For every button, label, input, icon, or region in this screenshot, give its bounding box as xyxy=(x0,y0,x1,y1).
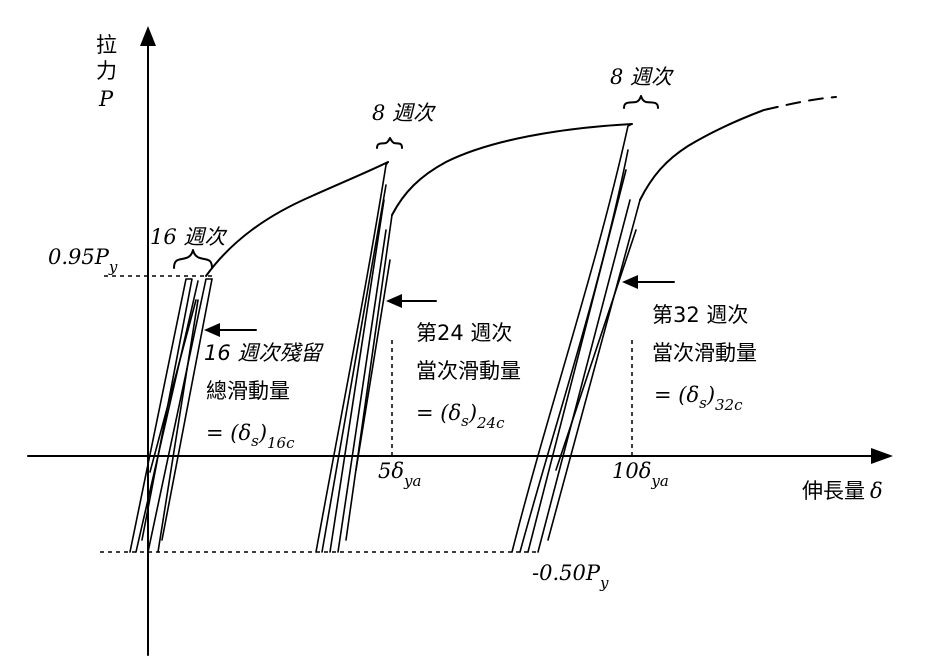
annotation-2-line2: 當次滑動量 xyxy=(416,359,521,383)
envelope-segment-2 xyxy=(391,123,633,216)
loop-3-strand-c xyxy=(527,169,627,553)
upper-level-label: 0.95Py xyxy=(48,245,118,276)
tick-label-10: 10δya xyxy=(612,459,669,490)
loop-3-strand-a xyxy=(511,123,633,553)
cycle-label-16: 16 週次 xyxy=(150,225,227,249)
loop-1-strand-a xyxy=(129,278,193,553)
annotation-1-formula: = (δs)16c xyxy=(206,421,295,452)
loop-3-strand-d xyxy=(537,199,631,553)
loop-2-strand-d xyxy=(337,229,387,553)
arrow-annotation-3 xyxy=(622,275,675,289)
loop-2-strand-a xyxy=(315,161,389,553)
loop-2-strand-e xyxy=(345,214,393,541)
annotation-1-line2: 總滑動量 xyxy=(206,379,290,403)
loop-2-strand-f xyxy=(355,259,391,471)
loop-group-3 xyxy=(511,123,641,553)
envelope-dashed-extension xyxy=(763,96,837,111)
x-axis-arrowhead xyxy=(871,448,893,464)
loop-2-strand-b xyxy=(321,184,387,553)
loop-group-1 xyxy=(129,278,213,553)
annotation-2-line1: 第24 週次 xyxy=(416,321,512,345)
annotation-3-formula: = (δs)32c xyxy=(654,383,743,414)
cycle-label-8-a: 8 週次 xyxy=(372,101,436,125)
arrow-annotation-2 xyxy=(386,294,437,308)
x-axis-symbol: δ xyxy=(870,479,883,503)
envelope-segment-1 xyxy=(205,161,389,277)
annotation-3-line1: 第32 週次 xyxy=(652,303,748,327)
cycle-label-8-b: 8 週次 xyxy=(610,65,674,89)
loop-1-strand-c xyxy=(147,278,213,553)
annotation-1-line1: 16 週次殘留 xyxy=(204,341,324,365)
loop-3-strand-f xyxy=(555,229,637,471)
loop-3-strand-b xyxy=(519,149,629,553)
loop-3-strand-e xyxy=(547,199,641,541)
loop-1-strand-e xyxy=(149,299,197,473)
loop-1-strand-b xyxy=(135,280,199,553)
loop-group-2 xyxy=(315,161,393,553)
x-axis-label: 伸長量 xyxy=(802,479,865,503)
brace-group-2 xyxy=(376,137,403,149)
y-axis-label-char2: 力 xyxy=(96,59,117,83)
loop-1-strand-f xyxy=(161,278,213,541)
arrow-annotation-1 xyxy=(204,323,257,337)
annotation-2-formula: = (δs)24c xyxy=(416,401,505,432)
brace-group-1 xyxy=(173,249,213,269)
envelope-segment-3 xyxy=(639,109,765,201)
brace-group-3 xyxy=(623,95,659,109)
y-axis-label-char1: 拉 xyxy=(96,33,117,57)
annotation-3-line2: 當次滑動量 xyxy=(652,341,757,365)
y-axis-symbol: P xyxy=(98,87,114,111)
tick-label-5: 5δya xyxy=(378,459,421,490)
lower-level-label: -0.50Py xyxy=(532,561,609,592)
y-axis-arrowhead xyxy=(140,26,156,46)
loop-2-strand-c xyxy=(329,199,385,553)
loop-1-strand-d xyxy=(157,299,199,553)
